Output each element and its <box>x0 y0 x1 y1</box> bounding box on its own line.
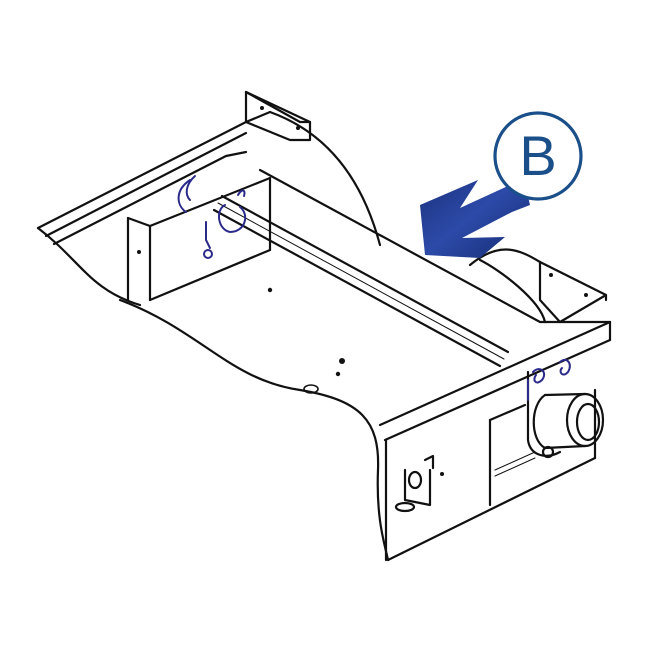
callout-circle <box>493 111 583 201</box>
direction-arrow-icon <box>420 170 530 258</box>
left-mount-detail <box>177 175 247 259</box>
mounting-holes <box>137 106 588 476</box>
right-mount-detail <box>527 358 571 401</box>
drain-hole <box>303 384 319 394</box>
callout-label: B <box>519 124 557 187</box>
frame-outline <box>36 90 612 562</box>
